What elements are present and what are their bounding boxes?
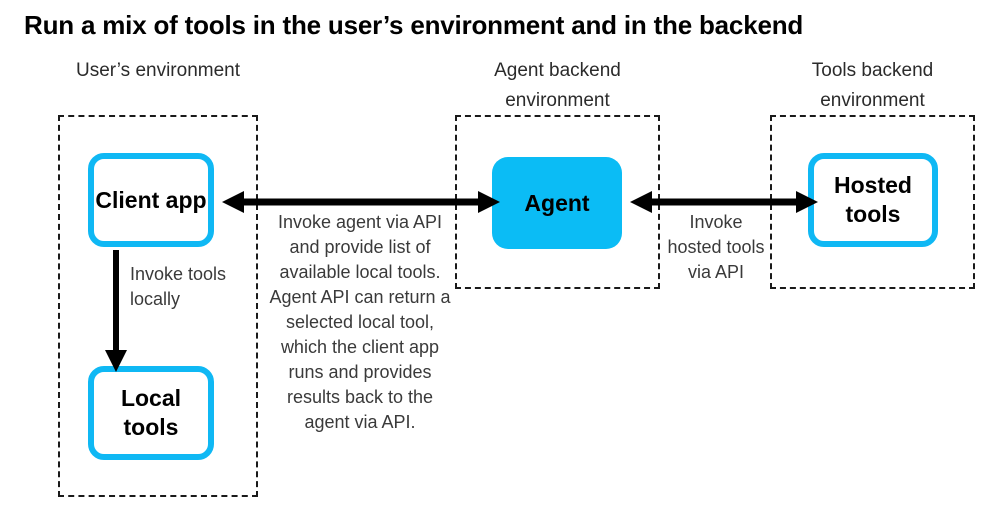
environment-boundary-user [58, 115, 258, 497]
node-local-tools: Local tools [88, 366, 214, 460]
flow-label-invoke-agent-via-api: Invoke agent via API and provide list of… [269, 212, 451, 432]
arrow-client-app-to-local-tools [105, 250, 127, 372]
node-client-app: Client app [88, 153, 214, 247]
page-title: Run a mix of tools in the user’s environ… [24, 10, 804, 40]
flow-label-invoke-tools-locally: Invoke tools locally [130, 264, 227, 309]
column-header-agent-backend-environment: Agent backend environment [494, 60, 621, 111]
node-agent: Agent [492, 157, 622, 249]
column-header-tools-backend-environment: Tools backend environment [811, 60, 934, 111]
node-hosted-tools: Hosted tools [808, 153, 938, 247]
column-header-user-environment: User’s environment [75, 60, 241, 81]
arrow-agent-to-hosted-tools [630, 191, 818, 213]
arrow-client-app-to-agent [222, 191, 500, 213]
flow-label-invoke-hosted-tools-via-api: Invoke hosted tools via API [667, 212, 765, 282]
